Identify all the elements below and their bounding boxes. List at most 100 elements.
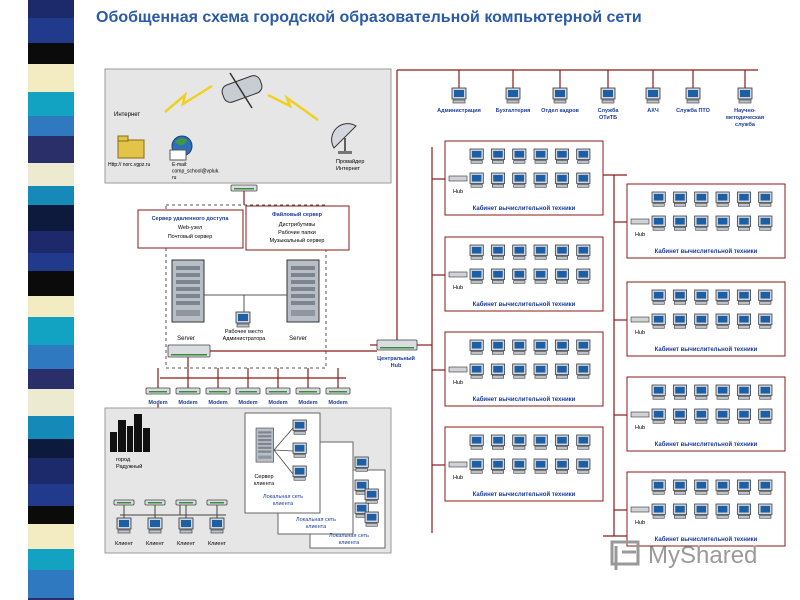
lab-computer-icon bbox=[576, 434, 591, 450]
website-label: Http:// norc.vgpz.ru bbox=[108, 162, 150, 168]
stripe-segment bbox=[28, 0, 74, 18]
hub-icon bbox=[448, 271, 468, 278]
lab-computer-icon bbox=[469, 434, 484, 450]
modem-icon bbox=[205, 387, 231, 395]
lab-computer-icon bbox=[490, 339, 506, 355]
modem-icon bbox=[295, 387, 321, 395]
lab-computer-icon bbox=[554, 268, 570, 284]
lab-computer-icon bbox=[576, 458, 591, 474]
modem-icon bbox=[235, 387, 261, 395]
stripe-segment bbox=[28, 205, 74, 231]
client-server-label: клиента bbox=[254, 481, 275, 487]
lab-computer-icon bbox=[533, 458, 548, 474]
lab-title: Кабинет вычислительной техники bbox=[655, 248, 758, 255]
provider-label: Интернет bbox=[336, 166, 360, 172]
local-network-label: Локальная сеть bbox=[296, 517, 336, 523]
city-label: город bbox=[116, 457, 131, 463]
lab-computer-icon bbox=[736, 408, 752, 424]
lab-computer-icon bbox=[490, 434, 506, 450]
client-label: Клиент bbox=[177, 541, 196, 547]
folder-icon bbox=[117, 135, 145, 159]
lab-computer-icon bbox=[694, 313, 709, 329]
stripe-segment bbox=[28, 253, 74, 271]
lab-computer-icon bbox=[758, 479, 773, 495]
lab-computer-icon bbox=[758, 289, 773, 305]
lab-computer-icon bbox=[554, 458, 570, 474]
lab-computer-icon bbox=[554, 339, 570, 355]
client-lan-computer-icon bbox=[364, 511, 379, 527]
hub-icon bbox=[630, 411, 650, 418]
modem-label: Modem bbox=[268, 400, 287, 406]
lab-computer-icon bbox=[533, 148, 548, 164]
department-computer-icon bbox=[552, 87, 568, 104]
client-lan-computer-icon bbox=[292, 442, 307, 458]
lab-computer-icon bbox=[694, 503, 709, 519]
department-label: Научно- bbox=[734, 108, 756, 114]
lab-computer-icon bbox=[715, 191, 730, 207]
admin-workplace-label: Рабочее место bbox=[225, 329, 263, 335]
client-label: Клиент bbox=[208, 541, 227, 547]
stripe-segment bbox=[28, 570, 74, 598]
client-label: Клиент bbox=[115, 541, 134, 547]
file-server-title: Файловый сервер bbox=[272, 211, 323, 218]
provider-label: Провайдер bbox=[336, 158, 364, 165]
lab-computer-icon bbox=[490, 148, 506, 164]
stripe-segment bbox=[28, 186, 74, 205]
client-lan-computer-icon bbox=[292, 419, 307, 435]
hub-icon bbox=[630, 218, 650, 225]
file-server-item: Рабочие папки bbox=[278, 230, 316, 236]
stripe-margin bbox=[0, 0, 28, 600]
lab-computer-icon bbox=[533, 268, 548, 284]
lab-computer-icon bbox=[554, 434, 570, 450]
lab-computer-icon bbox=[651, 313, 666, 329]
admin-workplace-label: Администратора bbox=[223, 336, 267, 342]
lab-computer-icon bbox=[672, 503, 688, 519]
server-tower-icon bbox=[171, 259, 205, 323]
lab-computer-icon bbox=[512, 339, 527, 355]
remote-access-box bbox=[137, 209, 244, 249]
lab-computer-icon bbox=[694, 191, 709, 207]
lab-computer-icon bbox=[651, 384, 666, 400]
lab-computer-icon bbox=[758, 503, 773, 519]
modem-label: Modem bbox=[238, 400, 257, 406]
lab-computer-icon bbox=[469, 458, 484, 474]
client-lan-computer-icon bbox=[364, 488, 379, 504]
client-computer-icon bbox=[147, 517, 163, 534]
modem-icon bbox=[206, 499, 228, 506]
department-computer-icon bbox=[737, 87, 753, 104]
stripe-segment bbox=[28, 116, 74, 136]
connector-line bbox=[273, 427, 294, 451]
stripe-segment bbox=[28, 92, 74, 116]
connector-line bbox=[273, 449, 294, 452]
file-server-item: Музыкальный сервер bbox=[270, 237, 325, 244]
department-label: Служба ПТО bbox=[676, 107, 711, 114]
stripe-segment bbox=[28, 136, 74, 163]
lightning-icon bbox=[267, 93, 319, 122]
department-label: служба bbox=[735, 121, 756, 128]
client-lan-computer-icon bbox=[354, 502, 369, 518]
lab-computer-icon bbox=[736, 479, 752, 495]
lab-computer-icon bbox=[672, 215, 688, 231]
lab-computer-icon bbox=[490, 363, 506, 379]
lab-computer-icon bbox=[490, 458, 506, 474]
stripe-segment bbox=[28, 369, 74, 389]
lab-title: Кабинет вычислительной техники bbox=[473, 205, 576, 212]
department-label: ОТиТБ bbox=[599, 115, 617, 121]
server-tower-icon bbox=[286, 259, 320, 323]
lab-computer-icon bbox=[533, 339, 548, 355]
lab-computer-icon bbox=[651, 408, 666, 424]
local-network-label: клиента bbox=[306, 524, 327, 530]
local-network-label: Локальная сеть bbox=[329, 533, 369, 539]
lab-computer-icon bbox=[490, 172, 506, 188]
lab-title: Кабинет вычислительной техники bbox=[655, 346, 758, 353]
lab-computer-icon bbox=[469, 244, 484, 260]
modem-icon bbox=[145, 387, 171, 395]
decorative-stripe bbox=[0, 0, 74, 600]
stripe-segment bbox=[28, 163, 74, 186]
stripe-segment bbox=[28, 43, 74, 64]
watermark-text: MyShared bbox=[648, 542, 757, 569]
stripe-segment bbox=[28, 439, 74, 458]
stripe-segment bbox=[28, 549, 74, 570]
